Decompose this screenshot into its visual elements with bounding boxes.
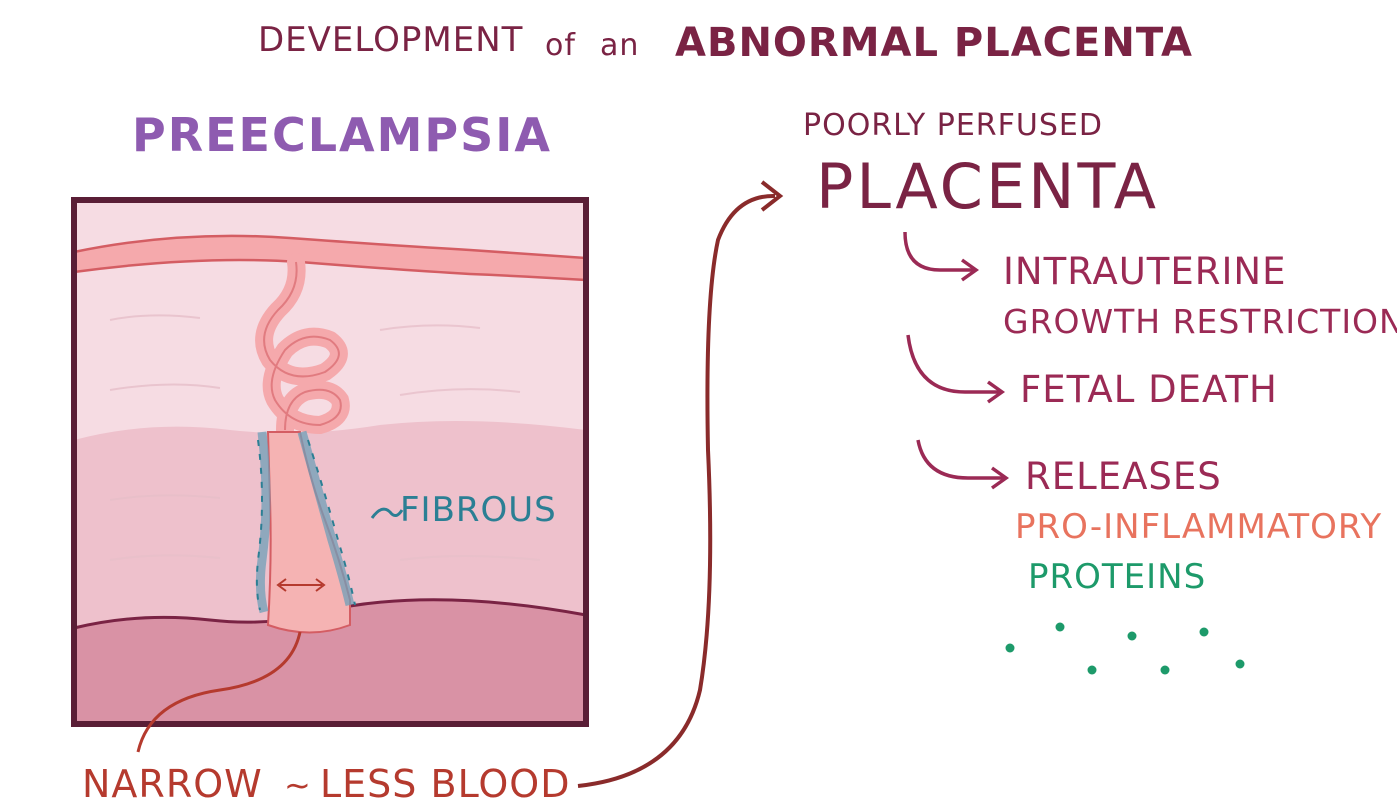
narrowing-arrow	[276, 578, 326, 592]
title-abnormal-placenta: ABNORMAL PLACENTA	[675, 20, 1193, 66]
fibrous-label: FIBROUS	[400, 490, 557, 530]
fibrous-wall-right	[297, 430, 355, 607]
title-of: of	[545, 28, 576, 63]
arrow-to-placenta	[577, 193, 776, 788]
tissue-cross-section	[71, 197, 589, 727]
effect-arrows	[903, 231, 1010, 490]
placenta-heading: PLACENTA	[816, 150, 1159, 223]
protein-dots	[1005, 622, 1245, 675]
effect-releases: RELEASES	[1025, 455, 1222, 498]
effect-iugr-line1: INTRAUTERINE	[1003, 250, 1287, 293]
arrow-fetal-death	[906, 334, 1000, 394]
effect-fetal-death: FETAL DEATH	[1020, 368, 1278, 411]
effect-proteins: PROTEINS	[1028, 557, 1207, 597]
effect-iugr-line2: GROWTH RESTRICTION	[1003, 302, 1397, 341]
tilde-label: ~	[284, 766, 312, 804]
arrow-releases	[916, 439, 1005, 480]
fibrous-wall-left	[255, 431, 271, 614]
arrow-to-placenta-head	[760, 180, 784, 212]
fibrous-pointer	[370, 507, 404, 519]
title-an: an	[600, 28, 640, 63]
narrow-pointer-line	[136, 631, 302, 753]
title-development: DEVELOPMENT	[258, 20, 524, 60]
preeclampsia-heading: PREECLAMPSIA	[132, 108, 552, 162]
less-blood-label: LESS BLOOD	[320, 762, 571, 806]
effect-pro-inflammatory: PRO-INFLAMMATORY	[1015, 507, 1383, 547]
poorly-perfused-label: POORLY PERFUSED	[803, 108, 1103, 143]
narrow-label: NARROW	[82, 762, 263, 806]
arrow-iugr	[903, 231, 975, 272]
